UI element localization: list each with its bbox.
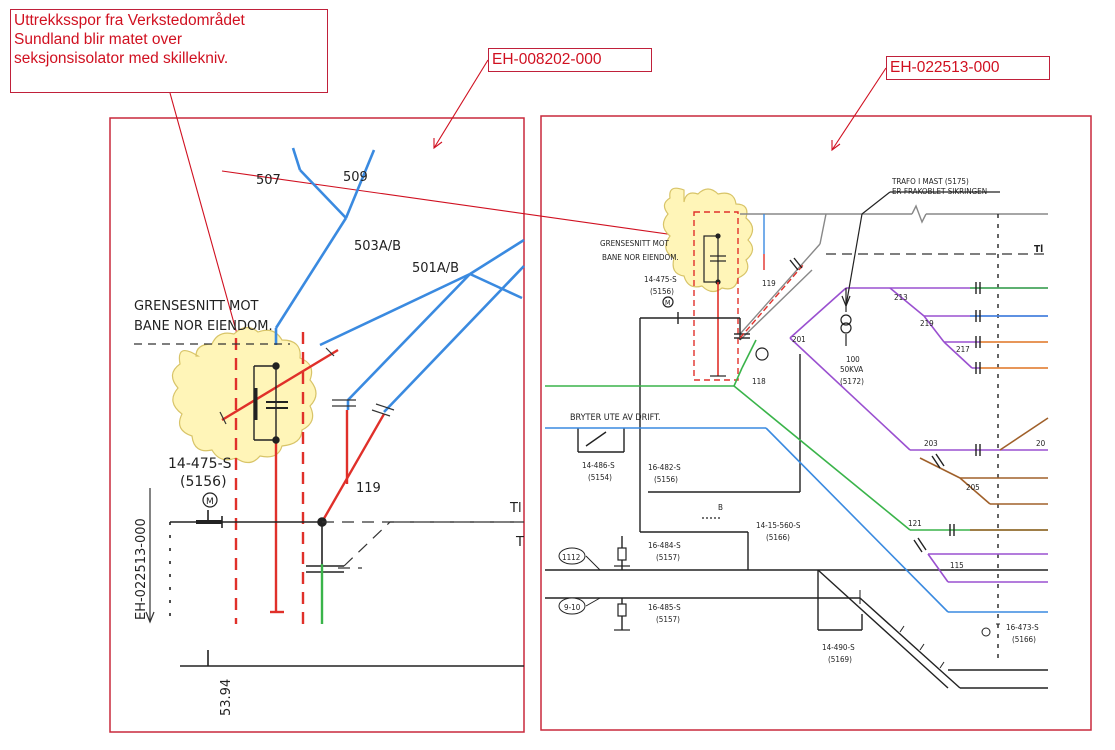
r-kva-2: 50KVA: [840, 365, 863, 374]
right-breakers: [789, 257, 981, 553]
right-motor-symbol: [662, 296, 674, 308]
trafo-symbol: [840, 191, 1000, 346]
r-sw-490-sub: (5169): [828, 655, 852, 664]
left-boundary-cloud: [171, 326, 317, 464]
left-breaker-ticks: [219, 347, 395, 425]
r-sw-560: 14-15-560-S: [756, 521, 801, 530]
r-sw-485-sub: (5157): [656, 615, 680, 624]
right-red-dashed-box: [693, 211, 739, 381]
right-purple-feeders: [789, 287, 1048, 583]
edge-label-2: T: [515, 535, 524, 550]
r-119: 119: [762, 279, 776, 288]
motor-label: M: [206, 497, 214, 507]
r-201: 201: [792, 335, 806, 344]
r-121: 121: [908, 519, 922, 528]
r-trafo-2: ER FRAKOBLET SIKRINGEN: [892, 187, 987, 196]
r-219: 219: [920, 319, 934, 328]
r-213: 213: [894, 293, 908, 302]
right-green-feeders: [545, 287, 1048, 531]
right-blue-feeders: [545, 315, 1048, 613]
left-track-dashed: [322, 521, 524, 569]
r-bryter: BRYTER UTE AV DRIFT.: [570, 413, 661, 423]
left-track: [169, 510, 524, 667]
r-boundary-2: BANE NOR EIENDOM.: [602, 253, 679, 262]
switch-sub: (5156): [180, 474, 227, 490]
r-sw-486: 14-486-S: [582, 461, 615, 470]
r-sw-473-sub: (5166): [1012, 635, 1036, 644]
right-main-lines: [545, 214, 1048, 689]
r-sw-475: 14-475-S: [644, 275, 677, 284]
right-switch-box: [703, 233, 726, 285]
r-sw-486-sub: (5154): [588, 473, 612, 482]
r-sw-484-sub: (5157): [656, 553, 680, 562]
right-orange-feeders: [980, 341, 1048, 369]
side-ref-label: EH-022513-000: [134, 518, 149, 620]
left-side-arrow: [145, 488, 155, 624]
track-910-leader: [585, 597, 601, 607]
r-sw-475-sub: (5156): [650, 287, 674, 296]
label-507: 507: [256, 173, 281, 188]
right-labels: GRENSESNITT MOT BANE NOR EIENDOM. 14-475…: [562, 177, 1046, 664]
r-sw-484: 16-484-S: [648, 541, 681, 550]
r-115: 115: [950, 561, 964, 570]
left-switch-14-475: [253, 362, 288, 444]
left-red-dashed: [234, 332, 305, 624]
right-panel: [545, 187, 1049, 689]
left-panel-frame: [109, 117, 525, 733]
r-203: 203: [924, 439, 938, 448]
label-501ab: 501A/B: [412, 261, 459, 276]
track-910-circle: [558, 597, 586, 615]
boundary-text-2: BANE NOR EIENDOM.: [134, 319, 273, 334]
switch-id: 14-475-S: [168, 456, 232, 472]
track-1112-circle: [558, 547, 586, 565]
r-118: 118: [752, 377, 766, 386]
r-sw-482: 16-482-S: [648, 463, 681, 472]
left-labels: 507 509 503A/B 501A/B GRENSESNITT MOT BA…: [134, 170, 524, 716]
r-motor: M: [665, 299, 670, 307]
r-sw-490: 14-490-S: [822, 643, 855, 652]
r-kva-3: (5172): [840, 377, 864, 386]
r-edge: Tl: [1034, 244, 1043, 255]
r-sw-482-sub: (5156): [654, 475, 678, 484]
left-red-feeders: [221, 348, 386, 614]
r-sw-473: 16-473-S: [1006, 623, 1039, 632]
r-217: 217: [956, 345, 970, 354]
r-track-1: 1112: [562, 553, 580, 562]
right-grey-lines: [739, 204, 1048, 341]
km-label: 53.94: [219, 679, 234, 716]
r-b: B: [718, 503, 723, 512]
left-panel: [134, 147, 525, 667]
track-1112-leader: [585, 555, 601, 571]
right-ground-symbols: [614, 547, 630, 631]
r-track-2: 9-10: [564, 603, 581, 612]
right-disconnector-118: [755, 347, 769, 361]
r-sw-560-sub: (5166): [766, 533, 790, 542]
right-boundary-cloud: [662, 187, 754, 293]
edge-label-1: Tl: [509, 501, 522, 516]
r-trafo-1: TRAFO I MAST (5175): [891, 177, 969, 186]
r-20: 20: [1036, 439, 1046, 448]
right-panel-frame: [540, 115, 1092, 731]
left-blue-feeders: [274, 147, 525, 413]
right-crossties: [859, 590, 1000, 669]
label-119: 119: [356, 481, 381, 496]
r-boundary-1: GRENSESNITT MOT: [600, 239, 670, 248]
callout-ref-left: EH-008202-000: [488, 48, 652, 72]
boundary-text-1: GRENSESNITT MOT: [134, 299, 259, 314]
label-503ab: 503A/B: [354, 239, 401, 254]
label-509: 509: [343, 170, 368, 185]
callout-note: Uttrekksspor fra Verkstedområdet Sundlan…: [10, 9, 328, 93]
right-m-small: [981, 627, 991, 637]
left-motor-symbol: [202, 492, 218, 508]
r-sw-485: 16-485-S: [648, 603, 681, 612]
right-red-119: [739, 263, 805, 339]
callout-ref-right: EH-022513-000: [886, 56, 1050, 80]
right-brown-feeders: [919, 417, 1049, 531]
r-kva-1: 100: [846, 355, 860, 364]
r-205: 205: [966, 483, 980, 492]
